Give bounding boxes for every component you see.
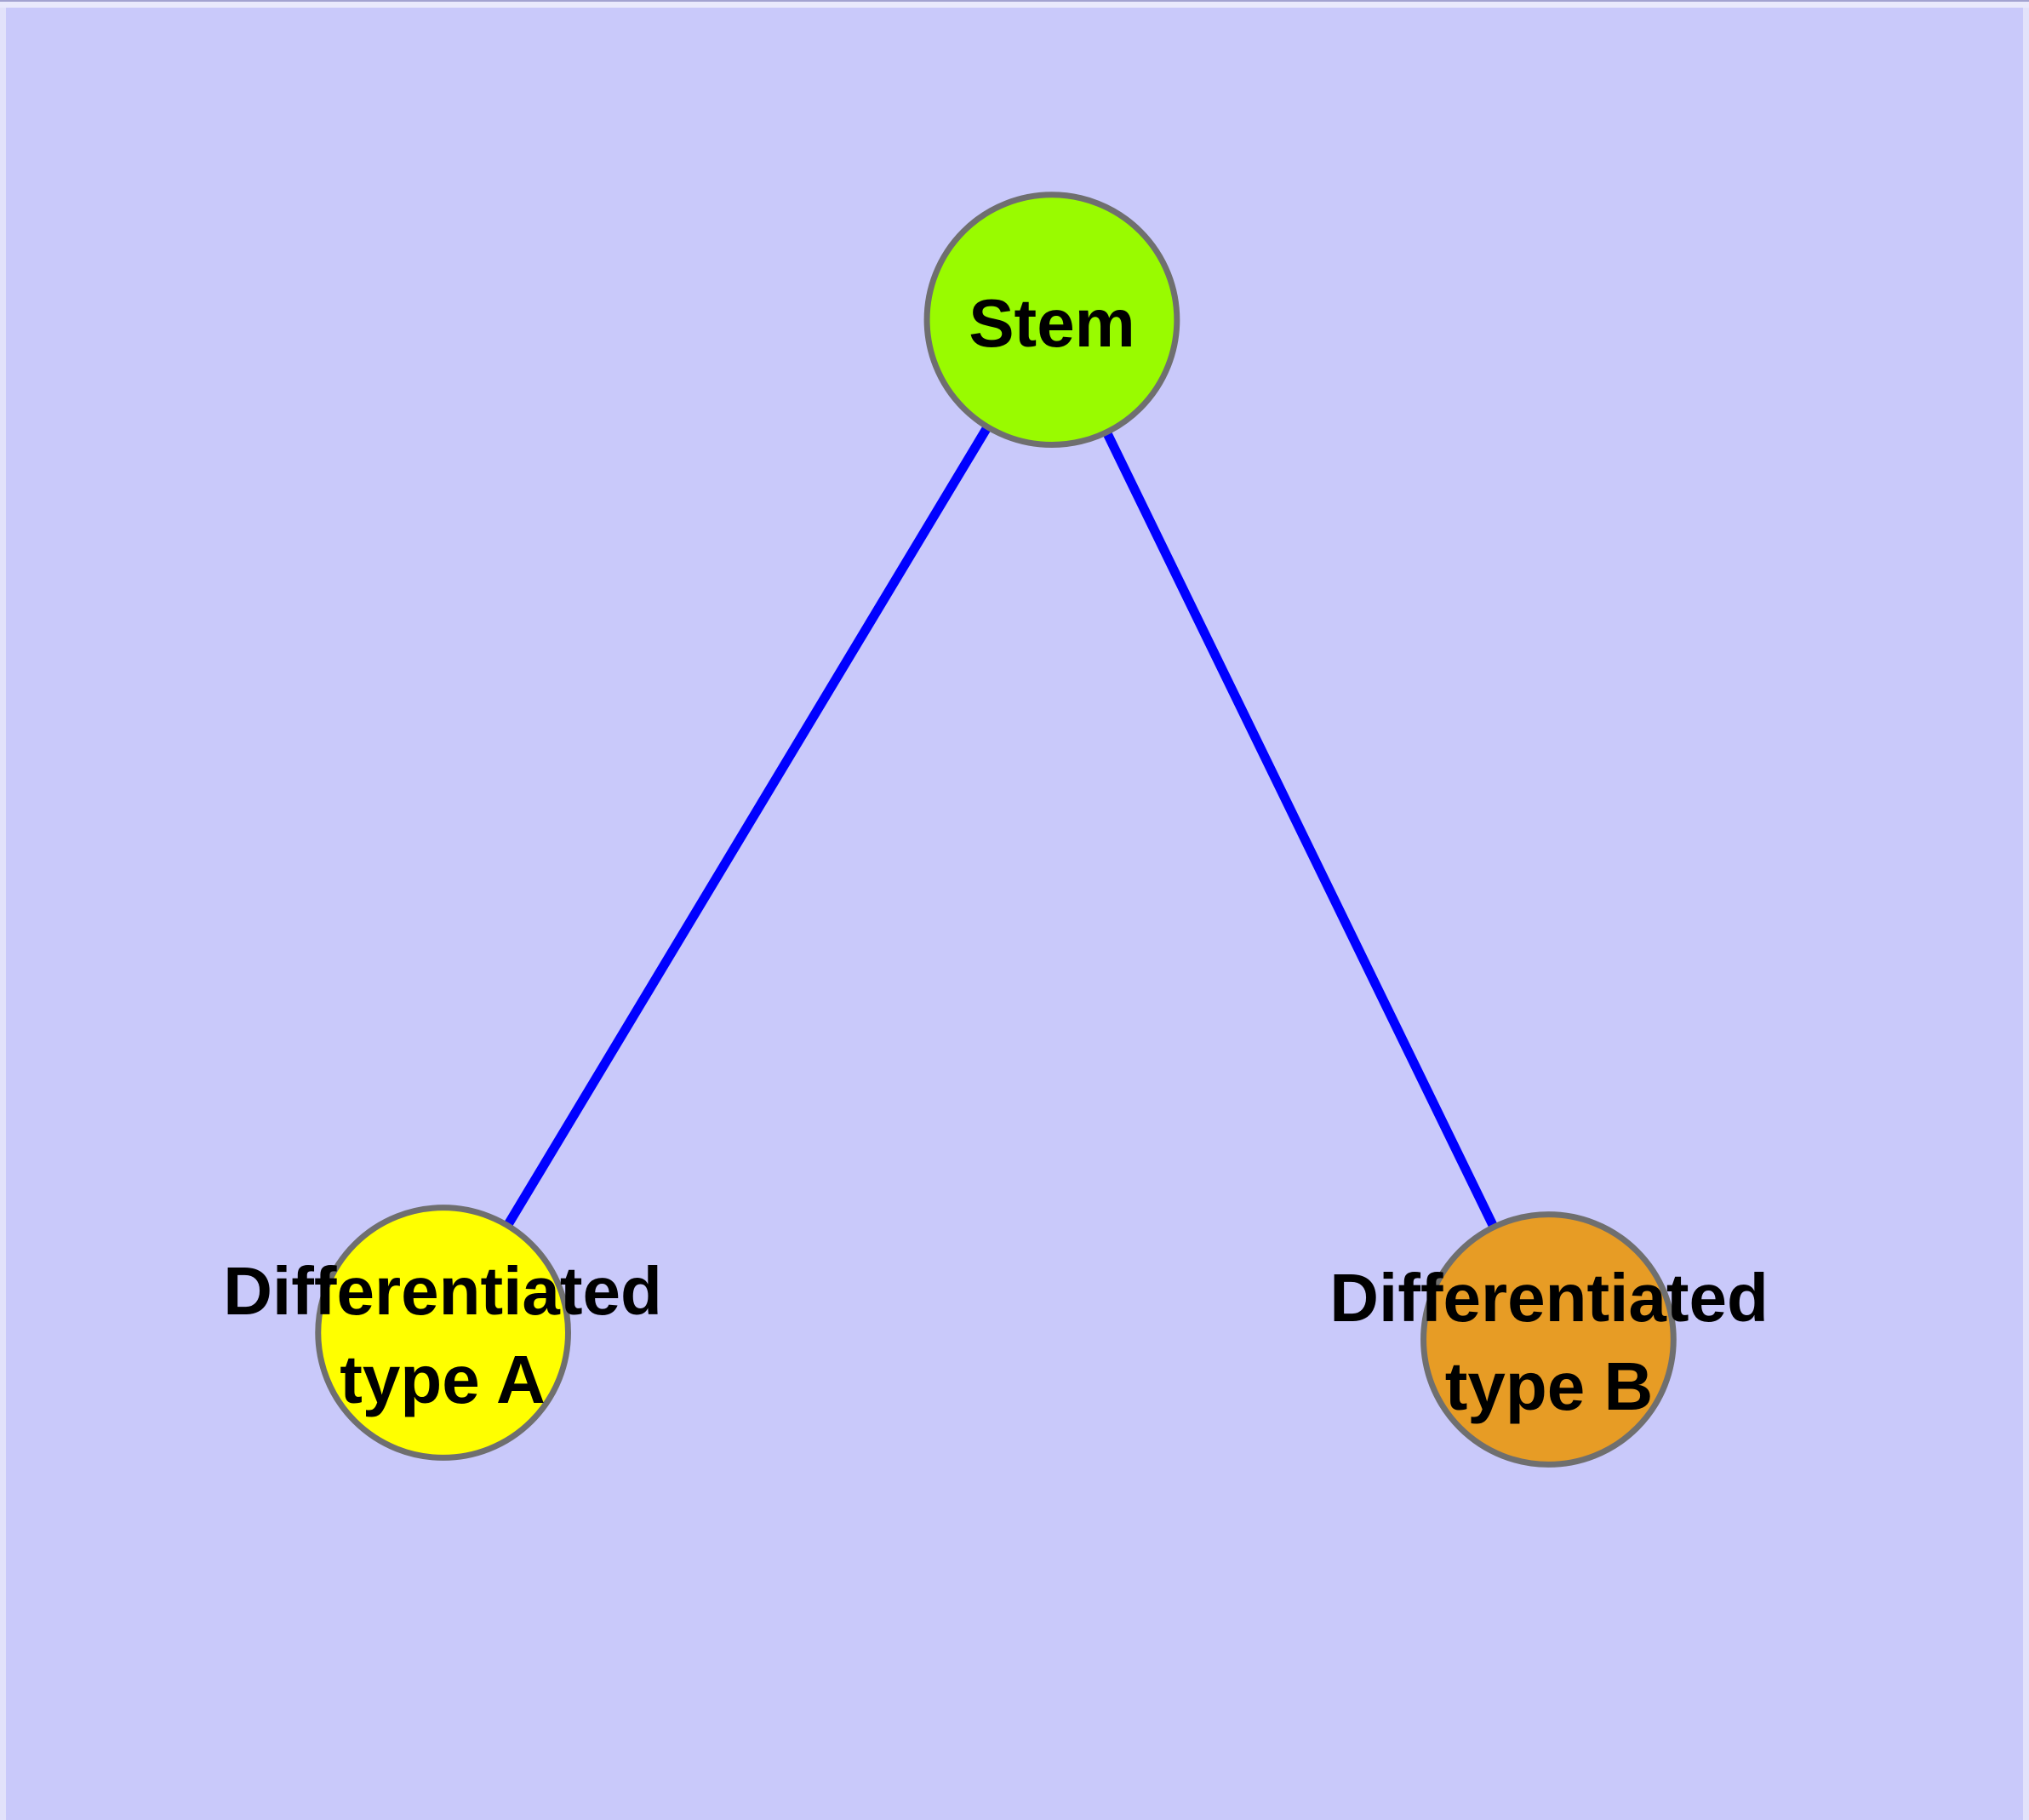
node-stem	[923, 192, 1180, 449]
node-label-stem: Stem	[969, 279, 1135, 368]
edge-stem-to-type-b	[1048, 318, 1553, 1342]
node-label-differentiated-type-b: Differentiated type B	[1329, 1254, 1769, 1431]
node-label-stem-text: Stem	[969, 285, 1135, 361]
node-label-type-b-line1: Differentiated	[1329, 1260, 1769, 1336]
node-label-type-a-line1: Differentiated	[223, 1253, 662, 1329]
node-label-differentiated-type-a: Differentiated type A	[223, 1247, 662, 1424]
edge-stem-to-type-a	[438, 317, 1056, 1336]
node-label-type-b-line2: type B	[1444, 1348, 1654, 1424]
node-label-type-a-line2: type A	[340, 1342, 546, 1417]
node-differentiated-type-b	[1420, 1211, 1677, 1468]
node-differentiated-type-a	[315, 1205, 571, 1461]
